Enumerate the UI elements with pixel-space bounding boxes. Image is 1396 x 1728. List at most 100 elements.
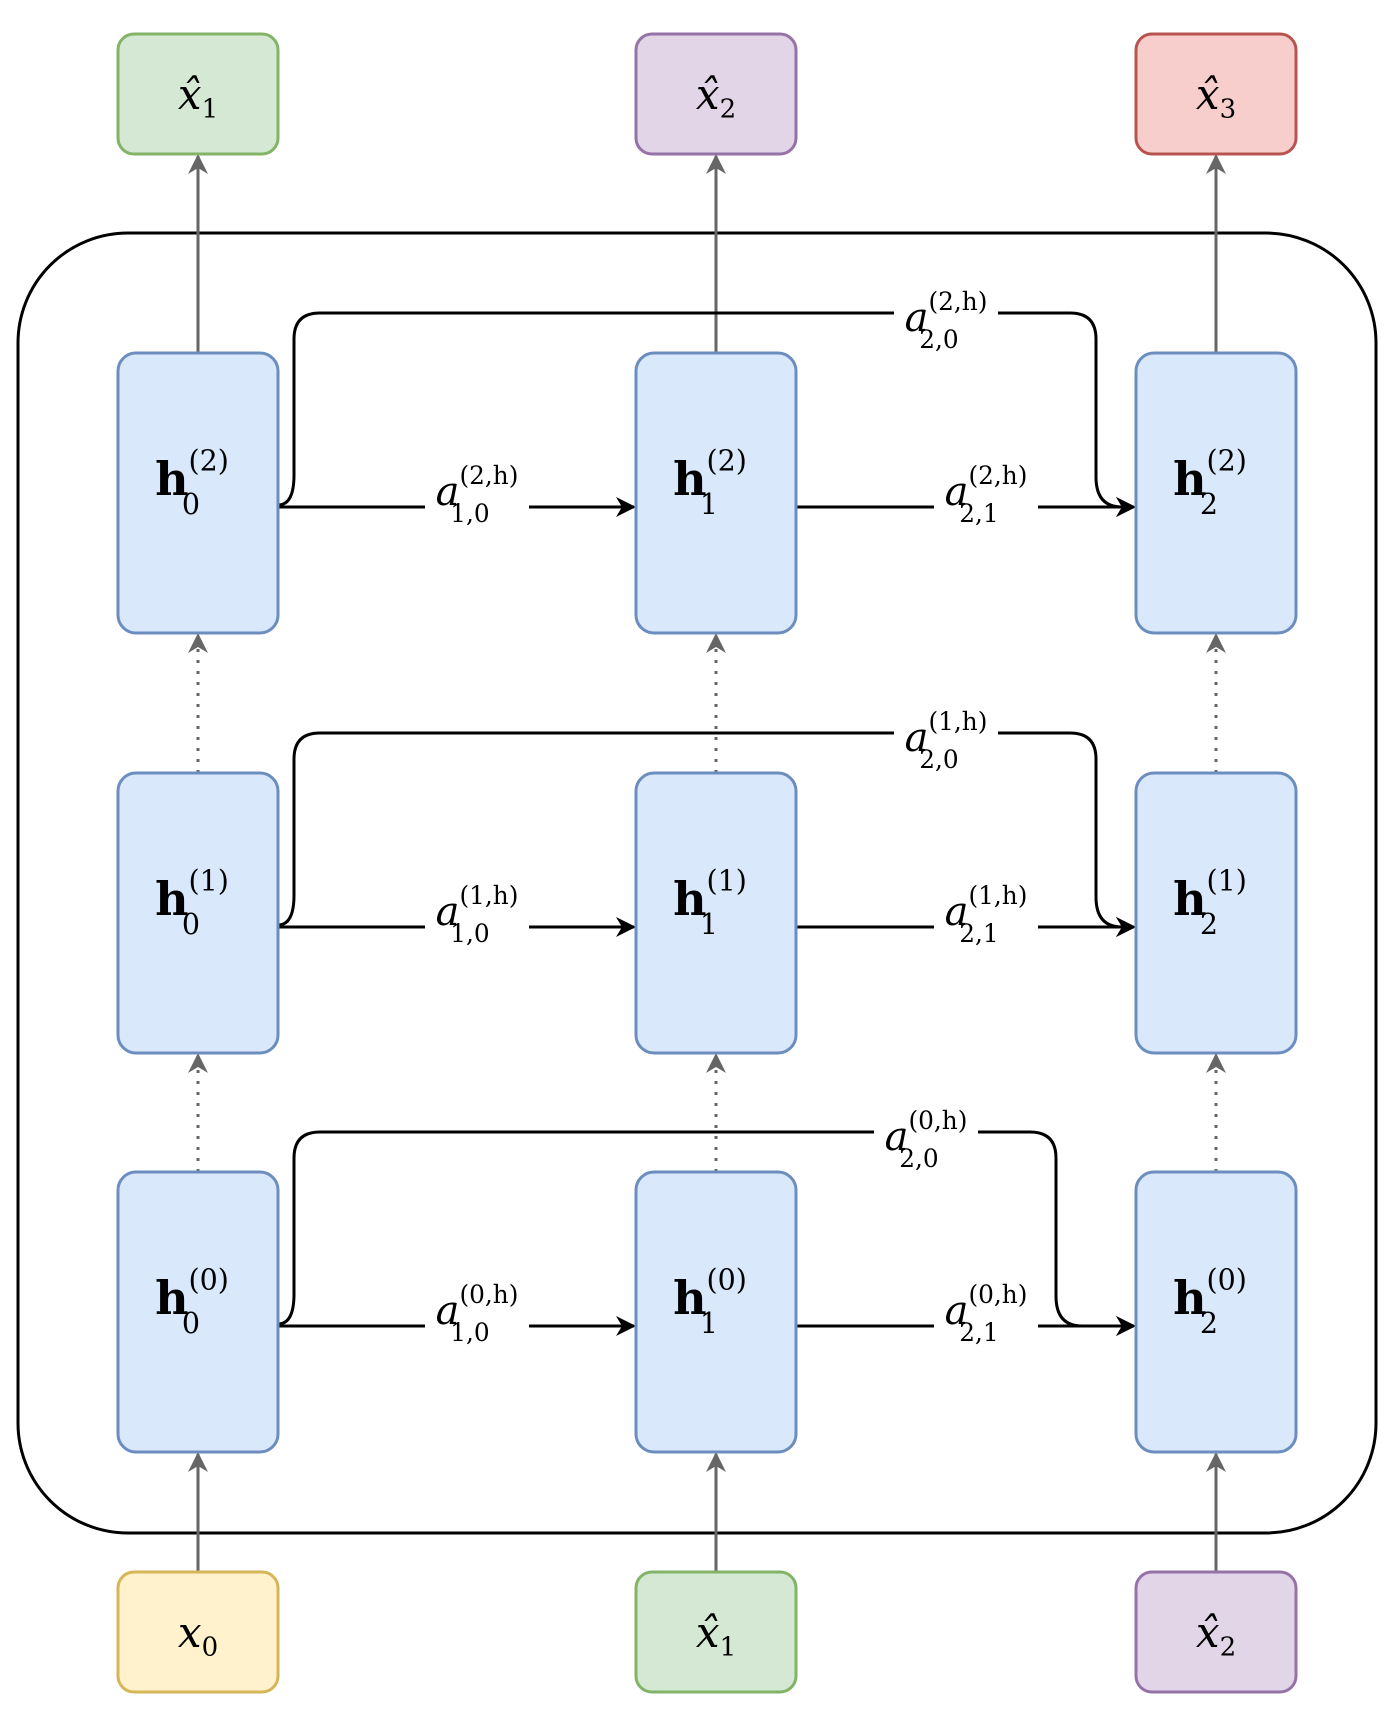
hidden-label-2-2-sup: (2) xyxy=(1207,444,1247,477)
hidden-label-2-0-sub: 0 xyxy=(182,488,200,521)
svg-text:h(0)0: h(0) 0 xyxy=(155,1263,229,1340)
hidden-label-1-1-sup: (1) xyxy=(707,864,747,897)
edge-label-bg-a20-2 xyxy=(894,281,998,365)
edge-label-a10-layer-1-base: a xyxy=(436,889,460,935)
input-box-2 xyxy=(1134,1570,1298,1694)
edge-label-bg-a21-2 xyxy=(934,455,1038,539)
svg-text:a(2,h)2,1: a(2,h) 2,1 xyxy=(945,461,1028,528)
input-box-1 xyxy=(634,1570,798,1694)
model-container xyxy=(16,231,1378,1535)
hidden-label-0-0-sub: 0 xyxy=(182,1307,200,1340)
hidden-label-0-1-sup: (0) xyxy=(707,1263,747,1296)
hidden-node-2-1 xyxy=(634,351,798,635)
hidden-label-1-2-sub: 2 xyxy=(1200,908,1218,941)
edge-label-bg-a10-1 xyxy=(425,875,529,959)
output-label-0-sub: 1 xyxy=(202,95,219,125)
input-label-0: x0 xyxy=(178,1608,218,1663)
edge-label-a21-layer-2-sup: (2,h) xyxy=(968,461,1027,490)
svg-text:a(2,h)1,0: a(2,h)1,0 xyxy=(436,461,519,528)
input-box-0 xyxy=(116,1570,280,1694)
svg-text:a(2,h)2,0: a(2,h) 2,0 xyxy=(905,287,988,354)
edge-label-a10-layer-0-sub: 1,0 xyxy=(450,1318,489,1347)
hidden-label-2-0-sup: (2) xyxy=(189,444,229,477)
hidden-node-0-0 xyxy=(116,1170,280,1454)
hidden-label-0-1-base: h xyxy=(673,1271,706,1325)
svg-text:h(0)2: h(0) 2 xyxy=(1173,1263,1247,1340)
edge-a20-layer-2 xyxy=(277,311,1136,517)
svg-text:a(0,h)1,0: a(0,h)1,0 xyxy=(436,1280,519,1347)
svg-text:x̂1: x̂1 xyxy=(178,70,218,125)
hidden-label-1-2: h(1)2 xyxy=(1173,864,1247,941)
edge-label-a21-layer-2-base: a xyxy=(945,469,969,515)
edge-label-bg-a20-1 xyxy=(894,701,998,785)
edge-label-a20-layer-1-base: a xyxy=(905,715,929,761)
edge-label-a20-layer-1-sup: (1,h) xyxy=(928,707,987,736)
output-box-0 xyxy=(116,32,280,156)
hidden-label-2-0-base: h xyxy=(155,452,188,506)
hidden-label-2-1-sup: (2) xyxy=(707,444,747,477)
hidden-label-2-1-sub: 1 xyxy=(700,488,718,521)
svg-text:a(1,h)1,0: a(1,h)1,0 xyxy=(436,881,519,948)
edge-label-a21-layer-1-sub: 2,1 xyxy=(959,919,998,948)
hidden-label-1-1-sub: 1 xyxy=(700,908,718,941)
input-label-0-sub: 0 xyxy=(202,1633,219,1663)
edge-label-a21-layer-2-sub: 2,1 xyxy=(959,499,998,528)
hidden-label-0-1-sub: 1 xyxy=(700,1307,718,1340)
hidden-node-1-0 xyxy=(116,771,280,1055)
edge-label-a10-layer-0-base: a xyxy=(436,1288,460,1334)
input-label-2-base: x̂ xyxy=(1196,1608,1220,1657)
svg-text:a(1,h)2,0: a(1,h) 2,0 xyxy=(905,707,988,774)
output-label-2-base: x̂ xyxy=(1196,70,1220,119)
edge-label-a20-layer-0-sub: 2,0 xyxy=(899,1144,938,1173)
svg-text:h(0)1: h(0) 1 xyxy=(673,1263,747,1340)
svg-text:h(1)1: h(1) 1 xyxy=(673,864,747,941)
edge-label-a21-layer-0-sub: 2,1 xyxy=(959,1318,998,1347)
hidden-label-2-2: h(2)2 xyxy=(1173,444,1247,521)
edge-label-a20-layer-1-sub: 2,0 xyxy=(919,745,958,774)
input-label-0-base: x xyxy=(178,1608,202,1657)
edge-label-a10-layer-0: a(0,h)1,0 xyxy=(436,1280,519,1347)
svg-text:h(1)2: h(1)2 xyxy=(1173,864,1247,941)
edge-label-a20-layer-2-sup: (2,h) xyxy=(928,287,987,316)
svg-text:x̂2: x̂2 xyxy=(1196,1608,1236,1663)
output-label-1-sub: 2 xyxy=(720,95,737,125)
svg-text:h(1)0: h(1)0 xyxy=(155,864,229,941)
edge-label-a10-layer-2: a(2,h)1,0 xyxy=(436,461,519,528)
edge-a20-layer-1 xyxy=(277,731,1136,937)
edge-label-bg-a20-0 xyxy=(874,1100,978,1184)
input-label-2-sub: 2 xyxy=(1220,1633,1237,1663)
hidden-label-0-2-base: h xyxy=(1173,1271,1206,1325)
hidden-node-0-2 xyxy=(1134,1170,1298,1454)
hidden-label-0-2-sup: (0) xyxy=(1207,1263,1247,1296)
hidden-node-1-2 xyxy=(1134,771,1298,1055)
hidden-label-1-0-sup: (1) xyxy=(189,864,229,897)
output-label-0-base: x̂ xyxy=(178,70,202,119)
hidden-label-0-0-base: h xyxy=(155,1271,188,1325)
edge-label-a21-layer-0-base: a xyxy=(945,1288,969,1334)
edge-label-a10-layer-1: a(1,h)1,0 xyxy=(436,881,519,948)
edge-label-a20-layer-2-sub: 2,0 xyxy=(919,325,958,354)
hidden-node-0-1 xyxy=(634,1170,798,1454)
edge-label-a21-layer-0: a(0,h)2,1 xyxy=(945,1280,1028,1347)
hidden-label-1-0-sub: 0 xyxy=(182,908,200,941)
edge-label-a20-layer-2-base: a xyxy=(905,295,929,341)
svg-text:x̂3: x̂3 xyxy=(1196,70,1236,125)
output-box-2 xyxy=(1134,32,1298,156)
edge-label-a21-layer-1-sup: (1,h) xyxy=(968,881,1027,910)
hidden-label-1-1-base: h xyxy=(673,872,706,926)
hidden-label-1-0: h(1)0 xyxy=(155,864,229,941)
output-label-1: x̂2 xyxy=(696,70,736,125)
edge-label-bg-a10-2 xyxy=(425,455,529,539)
hidden-label-0-0-sup: (0) xyxy=(189,1263,229,1296)
hidden-label-0-2-sub: 2 xyxy=(1200,1307,1218,1340)
edge-a20-layer-0 xyxy=(277,1130,1136,1336)
output-label-2-sub: 3 xyxy=(1220,95,1237,125)
hidden-node-2-0 xyxy=(116,351,280,635)
edge-label-a10-layer-1-sub: 1,0 xyxy=(450,919,489,948)
svg-text:x̂1: x̂1 xyxy=(696,1608,736,1663)
hidden-label-1-2-base: h xyxy=(1173,872,1206,926)
edge-label-a20-layer-0: a(0,h)2,0 xyxy=(885,1106,968,1173)
